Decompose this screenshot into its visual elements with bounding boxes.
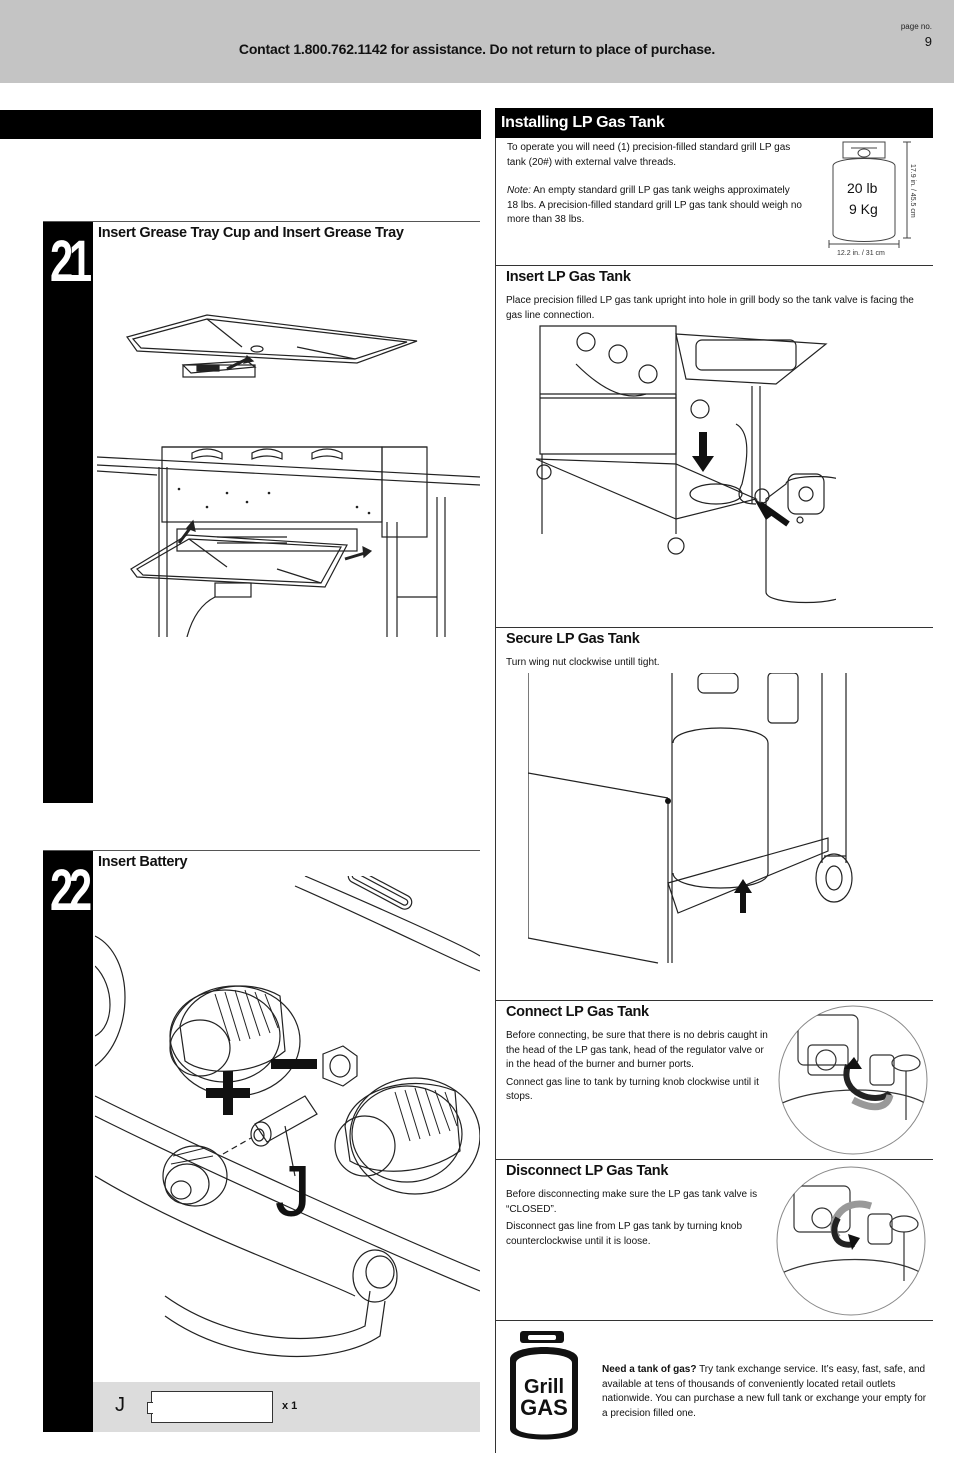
page-header: Contact 1.800.762.1142 for assistance. D… <box>0 0 954 83</box>
note-text: An empty standard grill LP gas tank weig… <box>507 185 802 225</box>
connect-tank-section: Connect LP Gas Tank Before connecting, b… <box>496 1000 933 1160</box>
tank-capacity-kg: 9 Kg <box>849 201 878 217</box>
tank-height: 17.9 in. / 45.5 cm <box>909 164 916 218</box>
disconnect-text-2: Disconnect gas line from LP gas tank by … <box>506 1221 743 1247</box>
left-column-bar <box>0 110 481 139</box>
hardware-quantity: x 1 <box>282 1400 298 1412</box>
section-text: Place precision filled LP gas tank uprig… <box>506 295 914 321</box>
callout-letter: J <box>275 1152 311 1232</box>
battery-icon <box>147 1391 273 1423</box>
grease-tray-illustration <box>97 314 480 637</box>
logo-grill: Grill <box>524 1376 564 1398</box>
tank-requirements: To operate you will need (1) precision-f… <box>507 141 802 228</box>
secure-tank-illustration <box>528 673 853 964</box>
contact-banner: Contact 1.800.762.1142 for assistance. D… <box>238 41 716 57</box>
right-column-divider <box>495 110 496 1453</box>
step-number: 21 <box>50 229 92 294</box>
section-title: Installing LP Gas Tank <box>501 114 665 131</box>
tank-capacity-lb: 20 lb <box>847 180 878 196</box>
logo-gas: GAS <box>520 1395 568 1420</box>
step-number: 22 <box>50 858 92 923</box>
grill-gas-logo: Grill GAS <box>510 1331 578 1440</box>
step-21: 21 Insert Grease Tray Cup and Insert Gre… <box>43 221 480 803</box>
step-number-column: 21 <box>43 222 93 803</box>
page-number-label: page no. <box>900 22 932 31</box>
grill-gas-promo: Grill GAS Need a tank of gas? Try tank e… <box>496 1320 933 1453</box>
hardware-letter: J <box>115 1394 125 1416</box>
connect-text-1: Before connecting, be sure that there is… <box>506 1030 768 1070</box>
connect-instructions: Before connecting, be sure that there is… <box>506 1029 771 1105</box>
note-label: Note: <box>507 185 531 196</box>
tank-width: 12.2 in. / 31 cm <box>837 250 885 257</box>
connect-tank-illustration <box>778 1005 928 1155</box>
grill-gas-lead: Need a tank of gas? <box>602 1364 697 1375</box>
step-title: Insert Grease Tray Cup and Insert Grease… <box>98 225 404 241</box>
section-heading: Insert LP Gas Tank <box>506 269 631 285</box>
tank-intro: To operate you will need (1) precision-f… <box>507 142 791 168</box>
section-text: Turn wing nut clockwise untill tight. <box>506 657 660 668</box>
grill-gas-body: Try tank exchange service. It’s easy, fa… <box>602 1364 927 1419</box>
secure-tank-section: Secure LP Gas Tank Turn wing nut clockwi… <box>496 627 933 1000</box>
disconnect-tank-section: Disconnect LP Gas Tank Before disconnect… <box>496 1159 933 1321</box>
disconnect-tank-illustration <box>776 1166 926 1316</box>
step-title: Insert Battery <box>98 854 188 870</box>
step-number-column: 22 <box>43 851 93 1432</box>
disconnect-instructions: Before disconnecting make sure the LP ga… <box>506 1188 771 1249</box>
section-heading: Disconnect LP Gas Tank <box>506 1163 669 1179</box>
page-number: 9 <box>924 34 932 49</box>
section-title-bar: Installing LP Gas Tank <box>495 108 933 138</box>
hardware-strip: J x 1 <box>93 1382 480 1432</box>
section-heading: Connect LP Gas Tank <box>506 1004 649 1020</box>
insert-tank-illustration <box>535 325 836 604</box>
section-heading: Secure LP Gas Tank <box>506 631 640 647</box>
insert-tank-section: Insert LP Gas Tank Place precision fille… <box>496 265 933 627</box>
battery-illustration: J <box>95 876 480 1358</box>
disconnect-text-1: Before disconnecting make sure the LP ga… <box>506 1189 758 1215</box>
step-22: 22 Insert Battery <box>43 850 480 1432</box>
lp-tank-illustration: 20 lb 9 Kg 17.9 in. / 45.5 cm 12.2 in. /… <box>828 141 916 257</box>
grill-gas-text: Need a tank of gas? Try tank exchange se… <box>602 1363 932 1421</box>
tank-note: Note: An empty standard grill LP gas tan… <box>507 184 802 228</box>
connect-text-2: Connect gas line to tank by turning knob… <box>506 1076 759 1103</box>
